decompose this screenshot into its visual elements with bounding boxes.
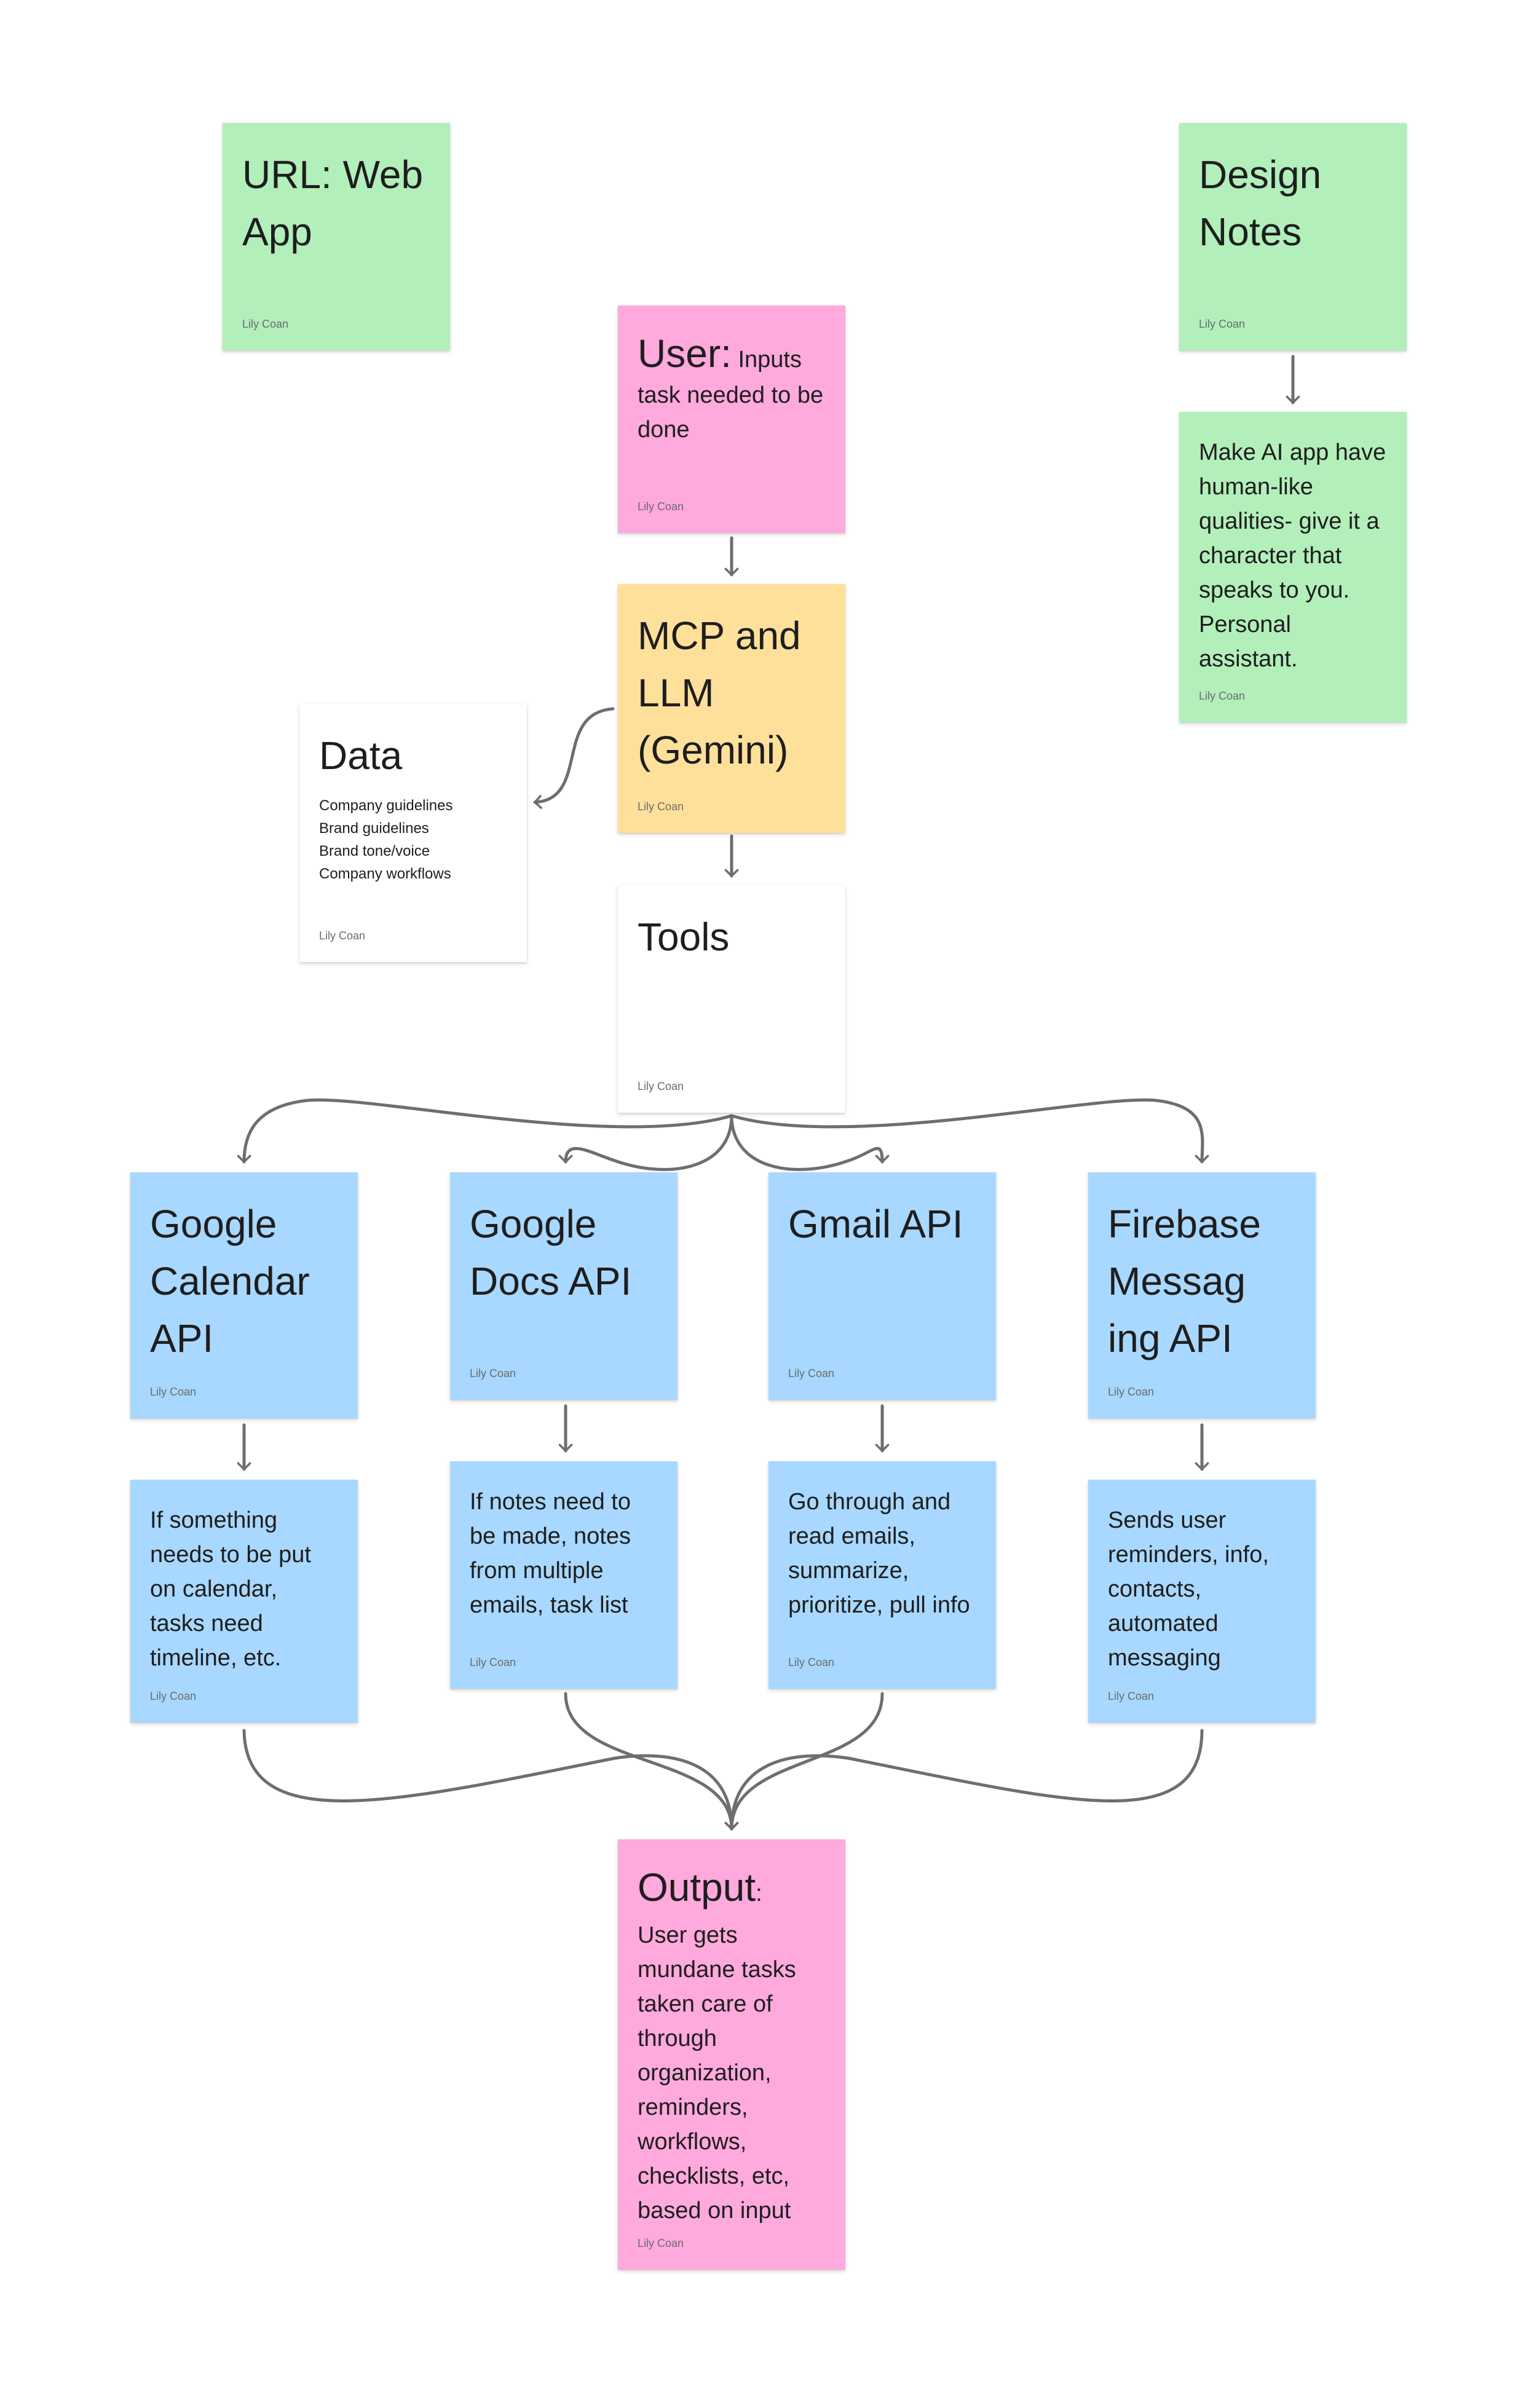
arrow-mcp-to-data — [533, 707, 615, 809]
note-author: Lily Coan — [1199, 318, 1246, 330]
sticky-note-firebase-detail[interactable]: Sends user reminders, info, contacts, au… — [1088, 1480, 1316, 1723]
note-body: If notes need to be made, notes from mul… — [470, 1489, 631, 1618]
note-body: User gets mundane tasks taken care of th… — [638, 1922, 796, 2224]
sticky-note-google-docs-api[interactable]: Google Docs API Lily Coan — [450, 1172, 678, 1400]
note-title: Gmail API — [788, 1202, 963, 1246]
note-author: Lily Coan — [1108, 1386, 1155, 1398]
note-author: Lily Coan — [638, 1080, 684, 1092]
arrow-tools-to-gmail — [730, 1114, 890, 1171]
note-content: User: Inputs task needed to be done — [638, 329, 826, 447]
sticky-note-docs-detail[interactable]: If notes need to be made, notes from mul… — [450, 1461, 678, 1689]
note-author: Lily Coan — [788, 1656, 835, 1668]
note-title: MCP and LLM (Gemini) — [638, 614, 801, 772]
data-list-item: Brand tone/voice — [319, 843, 430, 859]
note-author: Lily Coan — [319, 930, 366, 942]
arrow-tools-to-docs — [558, 1114, 733, 1171]
note-body: If something needs to be put on calendar… — [150, 1507, 311, 1671]
note-title-text: Output — [638, 1865, 756, 1909]
note-author: Lily Coan — [638, 2237, 684, 2249]
sticky-note-gmail-detail[interactable]: Go through and read emails, summarize, p… — [768, 1461, 996, 1689]
note-body: Sends user reminders, info, contacts, au… — [1108, 1507, 1269, 1671]
note-author: Lily Coan — [242, 318, 289, 330]
note-author: Lily Coan — [150, 1690, 197, 1702]
data-list-item: Company workflows — [319, 866, 451, 882]
arrow-tools-to-firebase — [730, 1098, 1209, 1164]
sticky-note-design-detail[interactable]: Make AI app have human-like qualities- g… — [1179, 412, 1407, 722]
data-list-item: Brand guidelines — [319, 820, 429, 837]
note-title: URL: Web App — [242, 152, 424, 254]
note-author: Lily Coan — [788, 1367, 835, 1380]
arrow-gmail-detail-to-output — [724, 1692, 884, 1831]
note-author: Lily Coan — [638, 500, 684, 513]
arrow-docs-detail-to-output — [564, 1692, 739, 1831]
note-title: Google Calendar API — [150, 1202, 310, 1360]
note-title: Tools — [638, 915, 730, 959]
sticky-note-calendar-detail[interactable]: If something needs to be put on calendar… — [130, 1480, 358, 1723]
sticky-note-output[interactable]: Output: User gets mundane tasks taken ca… — [618, 1839, 845, 2270]
note-title: Data — [319, 733, 403, 778]
sticky-note-design-notes[interactable]: Design Notes Lily Coan — [1179, 123, 1407, 350]
data-list: Company guidelines Brand guidelines Bran… — [319, 794, 507, 885]
note-body: Go through and read emails, summarize, p… — [788, 1489, 970, 1618]
note-title: Google Docs API — [470, 1202, 632, 1303]
note-title: User: — [638, 331, 732, 376]
note-author: Lily Coan — [470, 1656, 516, 1668]
note-body: Make AI app have human-like qualities- g… — [1199, 440, 1386, 672]
note-author: Lily Coan — [1199, 690, 1246, 702]
note-author: Lily Coan — [638, 800, 684, 813]
sticky-note-user[interactable]: User: Inputs task needed to be done Lily… — [618, 306, 845, 533]
sticky-note-firebase-messaging-api[interactable]: Firebase Messag ing API Lily Coan — [1088, 1172, 1316, 1418]
note-author: Lily Coan — [470, 1367, 516, 1380]
note-title: Output: — [638, 1863, 826, 1918]
sticky-note-gmail-api[interactable]: Gmail API Lily Coan — [768, 1172, 996, 1400]
sticky-note-google-calendar-api[interactable]: Google Calendar API Lily Coan — [130, 1172, 358, 1418]
data-list-item: Company guidelines — [319, 797, 453, 814]
sticky-note-data[interactable]: Data Company guidelines Brand guidelines… — [299, 704, 527, 962]
note-body: Inputs task needed to be done — [638, 347, 824, 443]
sticky-note-tools[interactable]: Tools Lily Coan — [618, 885, 845, 1113]
note-title: Firebase Messag ing API — [1108, 1202, 1261, 1360]
note-title-suffix: : — [756, 1881, 762, 1906]
arrow-firebase-detail-to-output — [724, 1729, 1204, 1831]
note-author: Lily Coan — [150, 1386, 197, 1398]
sticky-note-url[interactable]: URL: Web App Lily Coan — [223, 123, 450, 350]
arrow-tools-to-calendar — [237, 1098, 733, 1164]
arrow-calendar-detail-to-output — [242, 1729, 739, 1831]
sticky-note-mcp-llm[interactable]: MCP and LLM (Gemini) Lily Coan — [618, 584, 845, 833]
note-title: Design Notes — [1199, 152, 1322, 254]
note-author: Lily Coan — [1108, 1690, 1155, 1702]
